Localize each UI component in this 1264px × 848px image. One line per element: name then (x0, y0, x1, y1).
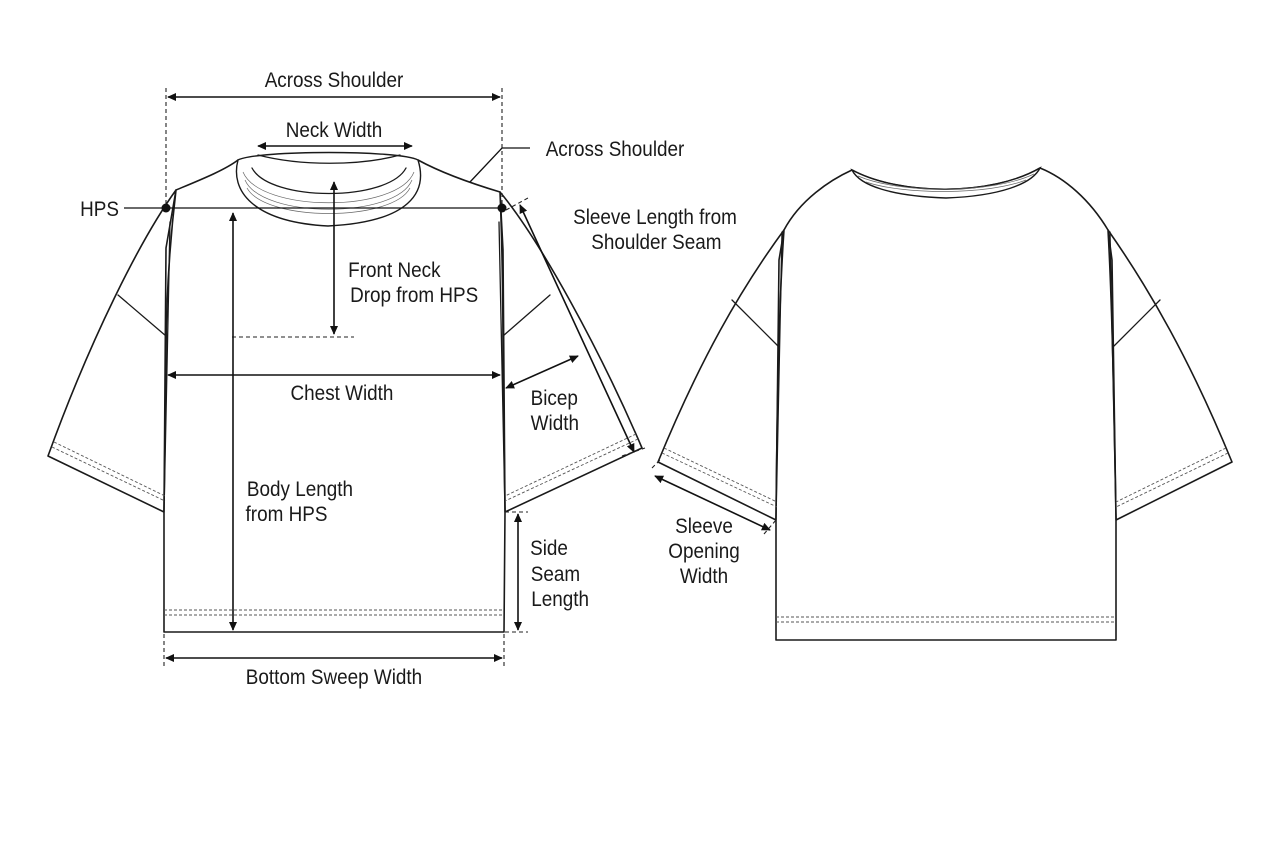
label-sleeve-opening-line3: Width (680, 565, 728, 588)
back-right-armhole-seam (1109, 231, 1117, 521)
front-left-sleeve-fold (117, 294, 167, 337)
measurement-lines (124, 88, 777, 668)
bicep-width-dimension (505, 355, 579, 389)
back-right-sleeve (1107, 229, 1233, 521)
measurement-labels: Across Shoulder Neck Width Across Should… (80, 69, 740, 689)
label-bicep-width-line2: Width (531, 412, 579, 435)
hps-point-right (497, 203, 507, 213)
back-view (657, 166, 1233, 641)
front-collar-rib-2 (244, 179, 413, 210)
label-front-neck-drop-line1: Front Neck (348, 259, 441, 282)
back-right-sleeve-fold (1113, 299, 1161, 347)
front-left-sleeve (47, 189, 177, 513)
back-right-sleeve-hem-stitch (1115, 447, 1227, 503)
front-right-sleeve-hem-stitch-2 (504, 438, 639, 502)
label-bicep-width-line1: Bicep (531, 387, 578, 410)
back-right-sleeve-hem-stitch-2 (1115, 452, 1229, 508)
label-body-length-line1: Body Length (247, 478, 353, 501)
back-left-sleeve (657, 229, 785, 521)
back-left-armhole-seam (775, 231, 783, 521)
back-left-sleeve-fold (731, 299, 779, 347)
front-left-sleeve-hem-stitch (53, 441, 166, 497)
label-front-neck-drop-line2: Drop from HPS (350, 284, 478, 307)
front-collar-inner (251, 167, 407, 195)
label-bottom-sweep-width: Bottom Sweep Width (246, 666, 422, 689)
hps-point-left (161, 203, 171, 213)
sleeve-length-dimension (519, 204, 635, 453)
label-sleeve-opening-line1: Sleeve (675, 515, 733, 538)
front-left-sleeve-hem-stitch-2 (51, 446, 166, 502)
label-side-seam-line3: Length (531, 588, 589, 611)
front-collar-rib-1 (242, 171, 415, 204)
label-body-length-line2: from HPS (246, 503, 328, 526)
back-left-sleeve-hem-stitch (663, 447, 778, 503)
label-across-shoulder-callout: Across Shoulder (546, 138, 685, 161)
label-sleeve-length-line2: Shoulder Seam (591, 231, 721, 254)
label-chest-width: Chest Width (291, 382, 394, 405)
label-sleeve-length-line1: Sleeve Length from (573, 206, 737, 229)
front-right-sleeve-hem-stitch (504, 433, 637, 497)
label-hps: HPS (80, 198, 119, 221)
front-collar-rib-3 (246, 187, 411, 214)
back-body (775, 167, 1117, 641)
label-side-seam-line1: Side (530, 537, 568, 560)
label-neck-width: Neck Width (286, 119, 383, 142)
sleeve-opening-width-dimension (654, 475, 771, 531)
front-right-armhole-seam (498, 221, 506, 513)
back-collar-rib-1 (857, 173, 1035, 190)
front-left-armhole-seam (163, 221, 171, 513)
label-side-seam-line2: Seam (531, 563, 580, 586)
label-across-shoulder-top: Across Shoulder (265, 69, 404, 92)
sleeve-opening-guide-top (651, 459, 661, 469)
front-collar-back-neck (257, 154, 401, 164)
sleeve-opening-guide-bottom (763, 519, 777, 535)
across-shoulder-callout-leader (469, 147, 530, 183)
back-collar-rib-2 (865, 179, 1027, 192)
label-sleeve-opening-line2: Opening (668, 540, 739, 563)
